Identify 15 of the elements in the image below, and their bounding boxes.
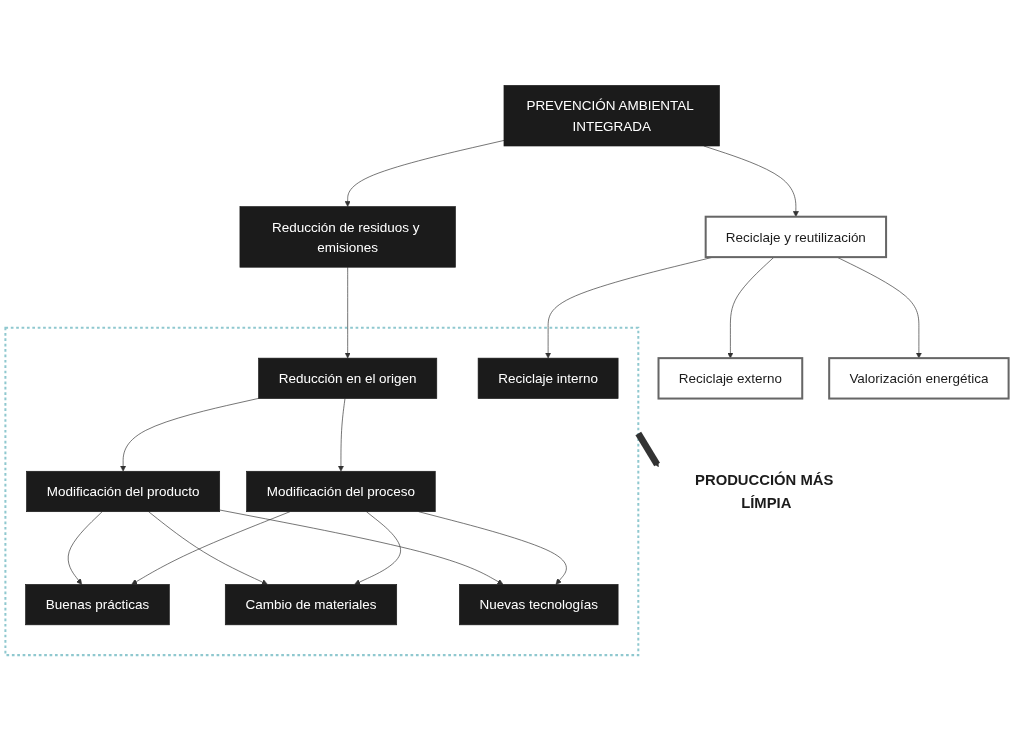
node-box: PREVENCIÓN AMBIENTAL INTEGRADA [503, 84, 720, 147]
node-box: Reducción de residuos y emisiones [239, 206, 456, 268]
node-text: PRODUCCIÓN MÁS LÍMPIA [695, 471, 834, 511]
node-box: Valorización energética [828, 356, 1010, 400]
cluster [4, 326, 640, 656]
node-box: Nuevas tecnologías [459, 583, 619, 625]
node-box: Cambio de materiales [224, 583, 398, 625]
node-box: Reciclaje interno [477, 357, 619, 399]
node-box: Reducción en el origen [258, 357, 438, 399]
node-box: Buenas prácticas [25, 583, 170, 625]
arrow [635, 431, 660, 467]
node-box: Modificación del producto [26, 470, 220, 512]
node-box: Reciclaje externo [657, 356, 804, 400]
node-box: Reciclaje y reutilización [704, 215, 888, 258]
node-box: Modificación del proceso [246, 470, 436, 512]
